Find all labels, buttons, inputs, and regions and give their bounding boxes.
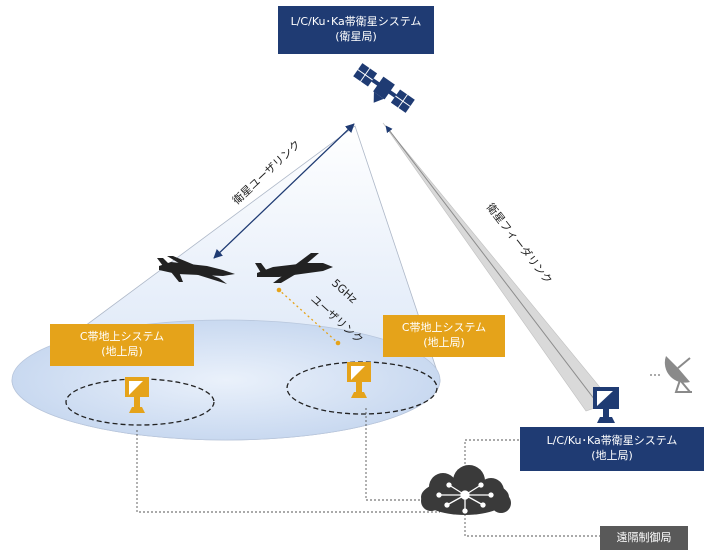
ground-station-subtitle: (地上局) (591, 449, 633, 462)
c-band-right-title: C帯地上システム (401, 321, 487, 335)
antenna-dish-icon (347, 362, 371, 398)
remote-dish-icon (664, 356, 693, 393)
satellite-station-title: L/C/Ku･Ka帯衛星システム (290, 15, 422, 29)
feeder-link-arrow (385, 125, 599, 405)
c-band-station-left-box: C帯地上システム (地上局) (50, 324, 194, 366)
ground-satellite-station-box: L/C/Ku･Ka帯衛星システム (地上局) (520, 427, 704, 471)
5ghz-user-link (277, 288, 339, 344)
remote-control-station-box: 遠隔制御局 (600, 526, 688, 550)
c-band-left-title: C帯地上システム (79, 330, 165, 344)
satellite-station-subtitle: (衛星局) (335, 30, 377, 43)
c-band-right-subtitle: (地上局) (423, 336, 465, 349)
ground-station-title: L/C/Ku･Ka帯衛星システム (546, 434, 678, 448)
sat-user-link-arrow (213, 123, 355, 259)
drone-icon (255, 253, 333, 283)
5ghz-link-end-bottom (335, 340, 341, 346)
c-band-left-subtitle: (地上局) (101, 345, 143, 358)
5ghz-link-end-top (276, 287, 282, 293)
c-band-station-right-box: C帯地上システム (地上局) (383, 315, 505, 357)
remote-control-label: 遠隔制御局 (616, 530, 672, 544)
satellite-station-box: L/C/Ku･Ka帯衛星システム (衛星局) (278, 6, 434, 54)
cloud-network-icon (421, 465, 511, 515)
drone-icon (157, 256, 235, 284)
antenna-dish-icon (125, 377, 149, 413)
ground-dish-icon (593, 387, 619, 423)
satellite-icon (353, 63, 415, 113)
